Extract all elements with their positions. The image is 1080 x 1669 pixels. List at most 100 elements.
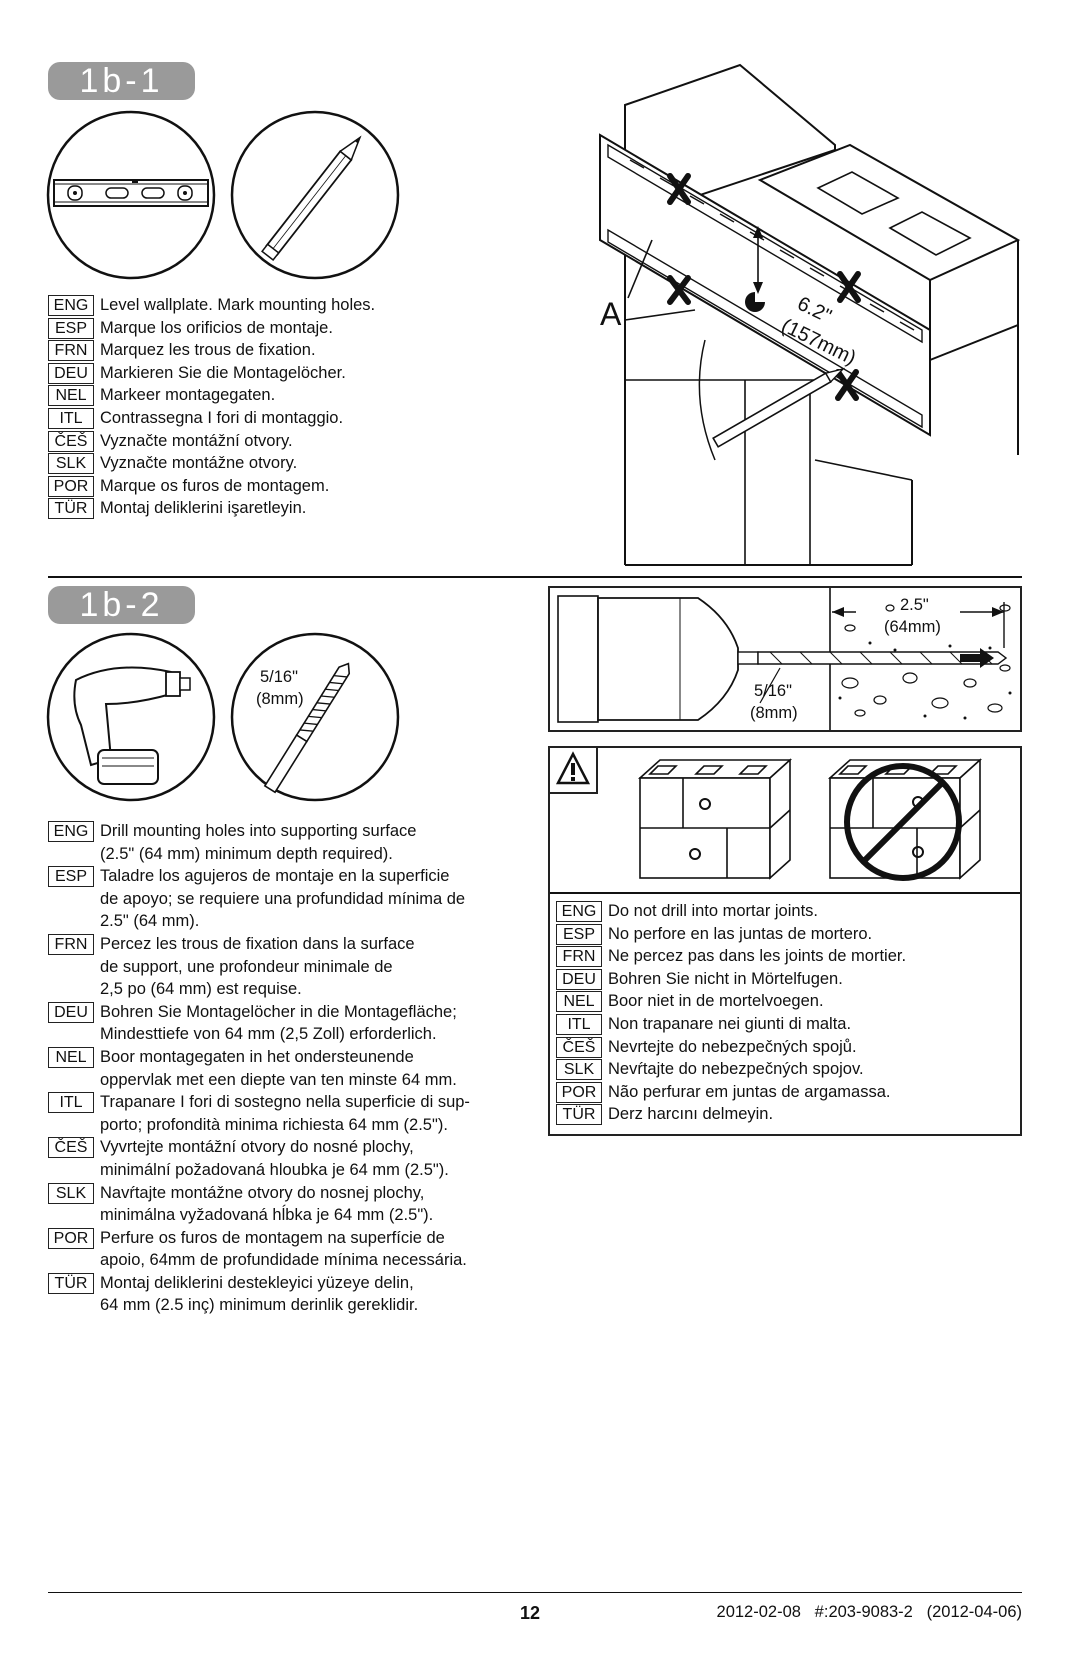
- instruction-text: Bohren Sie Montagelöcher in die Montagef…: [100, 1002, 457, 1044]
- instruction-text: Level wallplate. Mark mounting holes.: [100, 296, 376, 314]
- warning-row: ITL Non trapanare nei giunti di malta.: [556, 1013, 906, 1036]
- instruction-row: DEU Markieren Sie die Montagelöcher.: [48, 362, 375, 385]
- warning-row: ENG Do not drill into mortar joints.: [556, 900, 906, 923]
- bit-size-detail-label: (8mm): [750, 704, 798, 722]
- instruction-row: FRN Percez les trous de fixation dans la …: [48, 933, 470, 1001]
- instruction-text: Percez les trous de fixation dans la sur…: [100, 934, 415, 999]
- lang-code: TÜR: [48, 1272, 94, 1294]
- instruction-text: Markieren Sie die Montagelöcher.: [100, 363, 346, 382]
- lang-code: SLK: [48, 453, 94, 475]
- lang-code: TÜR: [48, 498, 94, 520]
- instruction-text: Contrassegna I fori di montaggio.: [100, 408, 344, 427]
- mortar-warning-box: ENG Do not drill into mortar joints. ESP N…: [548, 746, 1022, 1136]
- instruction-row: ČEŠ Vyznačte montážní otvory.: [48, 430, 375, 453]
- instruction-text: Perfure os furos de montagem na superfíc…: [100, 1228, 467, 1270]
- warning-row: ESP No perfore en las juntas de mortero.: [556, 923, 906, 946]
- pencil-icon: [230, 110, 400, 280]
- warning-triangle-icon: [555, 751, 591, 785]
- bit-size-label: 5/16": [260, 668, 298, 686]
- lang-code: FRN: [556, 946, 602, 968]
- instruction-text: Marque os furos de montagem.: [100, 476, 330, 495]
- bit-size-label: (8mm): [256, 690, 304, 708]
- lang-code: FRN: [48, 933, 94, 955]
- lang-code: DEU: [48, 362, 94, 384]
- page-number: 12: [520, 1603, 541, 1623]
- warning-row: SLK Nevŕtajte do nebezpečných spojov.: [556, 1058, 906, 1081]
- lang-code: ESP: [48, 866, 94, 888]
- lang-code: SLK: [48, 1182, 94, 1204]
- instruction-row: DEU Bohren Sie Montagelöcher in die Monta…: [48, 1001, 470, 1046]
- lang-code: ITL: [48, 1092, 94, 1114]
- lang-code: POR: [48, 475, 94, 497]
- instruction-text: Vyznačte montážní otvory.: [100, 431, 293, 450]
- warning-divider: [550, 892, 1020, 894]
- warning-text: Derz harcını delmeyin.: [608, 1105, 774, 1124]
- instruction-text: Marque los orificios de montaje.: [100, 318, 333, 337]
- mortar-joint-illustration: [637, 758, 983, 881]
- instruction-row: POR Perfure os furos de montagem na super…: [48, 1227, 470, 1272]
- depth-label: (64mm): [884, 618, 941, 636]
- lang-code: NEL: [48, 385, 94, 407]
- instruction-row: TÜR Montaj deliklerini destekleyici yüzey…: [48, 1272, 470, 1317]
- lang-code: ENG: [556, 901, 602, 922]
- warning-icon-frame: [550, 748, 598, 794]
- wall-mount-illustration: 6.2" (157mm) A: [599, 63, 1021, 566]
- depth-label: 2.5": [900, 596, 929, 614]
- instruction-row: ITL Contrassegna I fori di montaggio.: [48, 407, 375, 430]
- instruction-text: Trapanare I fori di sostegno nella super…: [100, 1093, 470, 1134]
- lang-code: NEL: [48, 1046, 94, 1068]
- warning-text: No perfore en las juntas de mortero.: [608, 924, 873, 943]
- step-label-1b-2: 1b-2: [48, 586, 195, 624]
- section-divider: [48, 576, 1022, 578]
- warning-row: NEL Boor niet in de mortelvoegen.: [556, 990, 906, 1013]
- warning-text: Non trapanare nei giunti di malta.: [608, 1014, 852, 1033]
- instruction-text: Vyznačte montážne otvory.: [100, 454, 298, 473]
- lang-code: TÜR: [556, 1104, 602, 1126]
- lang-code: ESP: [556, 923, 602, 945]
- lang-code: ENG: [48, 821, 94, 842]
- drill-bit-icon: 5/16" (8mm): [230, 632, 400, 802]
- document-info: 2012-02-08 #:203-9083-2 (2012-04-06): [716, 1603, 1022, 1621]
- bit-size-detail-label: 5/16": [754, 682, 792, 700]
- warning-row: DEU Bohren Sie nicht in Mörtelfugen.: [556, 968, 906, 991]
- lang-code: POR: [48, 1227, 94, 1249]
- warning-text: Não perfurar em juntas de argamassa.: [608, 1082, 891, 1101]
- lang-code: FRN: [48, 340, 94, 362]
- lang-code: NEL: [556, 991, 602, 1013]
- instruction-row: ITL Trapanare I fori di sostegno nella su…: [48, 1091, 470, 1136]
- instruction-text: Montaj deliklerini destekleyici yüzeye d…: [100, 1273, 419, 1315]
- lang-code: DEU: [556, 968, 602, 990]
- lang-code: ČEŠ: [48, 1137, 94, 1159]
- warning-text: Do not drill into mortar joints.: [608, 902, 818, 920]
- step-label-1b-1: 1b-1: [48, 62, 195, 100]
- instruction-row: NEL Boor montagegaten in het ondersteunen…: [48, 1046, 470, 1091]
- instruction-row: POR Marque os furos de montagem.: [48, 475, 375, 498]
- lang-code: SLK: [556, 1059, 602, 1081]
- warning-text: Bohren Sie nicht in Mörtelfugen.: [608, 969, 843, 988]
- callout-a: A: [600, 296, 622, 332]
- instruction-text: Drill mounting holes into supporting sur…: [100, 822, 417, 863]
- level-icon: [46, 110, 216, 280]
- lang-code: ITL: [556, 1013, 602, 1035]
- lang-code: ČEŠ: [48, 430, 94, 452]
- lang-code: ITL: [48, 407, 94, 429]
- warning-text: Nevŕtajte do nebezpečných spojov.: [608, 1060, 864, 1079]
- warning-instructions: ENG Do not drill into mortar joints. ESP N…: [556, 900, 906, 1126]
- instruction-text: Navŕtajte montážne otvory do nosnej ploc…: [100, 1183, 434, 1225]
- drill-icon: [46, 632, 216, 802]
- lang-code: DEU: [48, 1001, 94, 1023]
- warning-text: Boor niet in de mortelvoegen.: [608, 992, 824, 1011]
- warning-row: FRN Ne percez pas dans les joints de mort…: [556, 945, 906, 968]
- warning-row: TÜR Derz harcını delmeyin.: [556, 1103, 906, 1126]
- drill-depth-detail: 2.5" (64mm) 5/16" (8mm): [548, 586, 1022, 732]
- warning-text: Ne percez pas dans les joints de mortier…: [608, 947, 907, 966]
